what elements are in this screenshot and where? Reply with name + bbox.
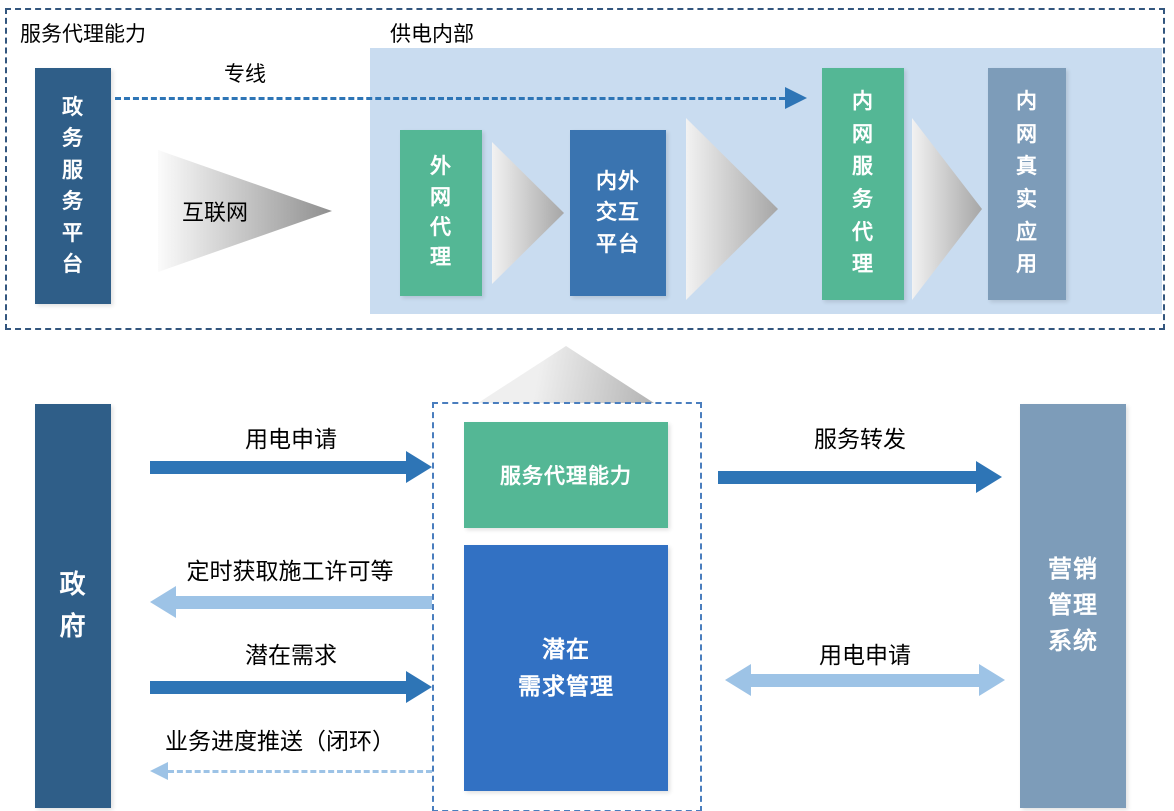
top-frame-title: 服务代理能力 <box>20 23 146 46</box>
arrowhead-right-icon <box>979 664 1005 696</box>
arrow-shaft <box>150 680 406 694</box>
arrowhead-left-icon <box>725 664 751 696</box>
government-box: 政 府 <box>35 404 111 808</box>
arrowhead-right-icon <box>406 451 432 483</box>
internet-label: 互联网 <box>182 200 249 225</box>
marketing-management-system-box: 营销 管理 系统 <box>1020 404 1126 808</box>
dedicated-line-dashed-arrow <box>115 86 807 110</box>
dashed-line <box>115 96 785 100</box>
dashed-line <box>168 769 432 773</box>
arrow-shaft <box>176 595 432 609</box>
potential-demand-arrow <box>150 671 432 703</box>
electricity-application-left-arrow <box>150 451 432 483</box>
electricity-application-right-label: 用电申请 <box>819 642 911 668</box>
electricity-application-left-label: 用电申请 <box>245 426 337 452</box>
service-proxy-capability-frame <box>5 8 1165 330</box>
arrow-shaft <box>751 673 979 687</box>
arrowhead-right-icon <box>785 87 807 109</box>
business-progress-dashed-arrow <box>150 759 432 783</box>
business-progress-label: 业务进度推送（闭环） <box>165 728 395 754</box>
service-forwarding-label: 服务转发 <box>814 426 906 452</box>
arrowhead-right-icon <box>976 461 1002 493</box>
internal-network-service-proxy-box: 内 网 服 务 代 理 <box>822 68 904 300</box>
construction-permit-label: 定时获取施工许可等 <box>186 558 394 584</box>
arrow-shaft <box>150 460 406 474</box>
gov-service-platform-box: 政 务 服 务 平 台 <box>35 68 111 304</box>
arrowhead-right-icon <box>406 671 432 703</box>
construction-permit-arrow <box>150 586 432 618</box>
arrow-shaft <box>718 470 976 484</box>
arrowhead-left-icon <box>150 762 168 780</box>
external-network-proxy-box: 外 网 代 理 <box>400 130 482 296</box>
service-proxy-capability-box: 服务代理能力 <box>464 422 668 528</box>
potential-demand-management-box: 潜在 需求管理 <box>464 545 668 791</box>
power-internal-title: 供电内部 <box>390 23 474 46</box>
internal-external-interaction-platform-box: 内外 交互 平台 <box>570 130 666 296</box>
internal-network-real-app-box: 内 网 真 实 应 用 <box>988 68 1066 300</box>
service-forwarding-arrow <box>718 461 1002 493</box>
arrowhead-left-icon <box>150 586 176 618</box>
potential-demand-label: 潜在需求 <box>245 642 337 668</box>
up-arrow-icon <box>478 346 654 403</box>
electricity-application-right-arrow <box>725 664 1005 696</box>
dedicated-line-label: 专线 <box>224 63 266 86</box>
